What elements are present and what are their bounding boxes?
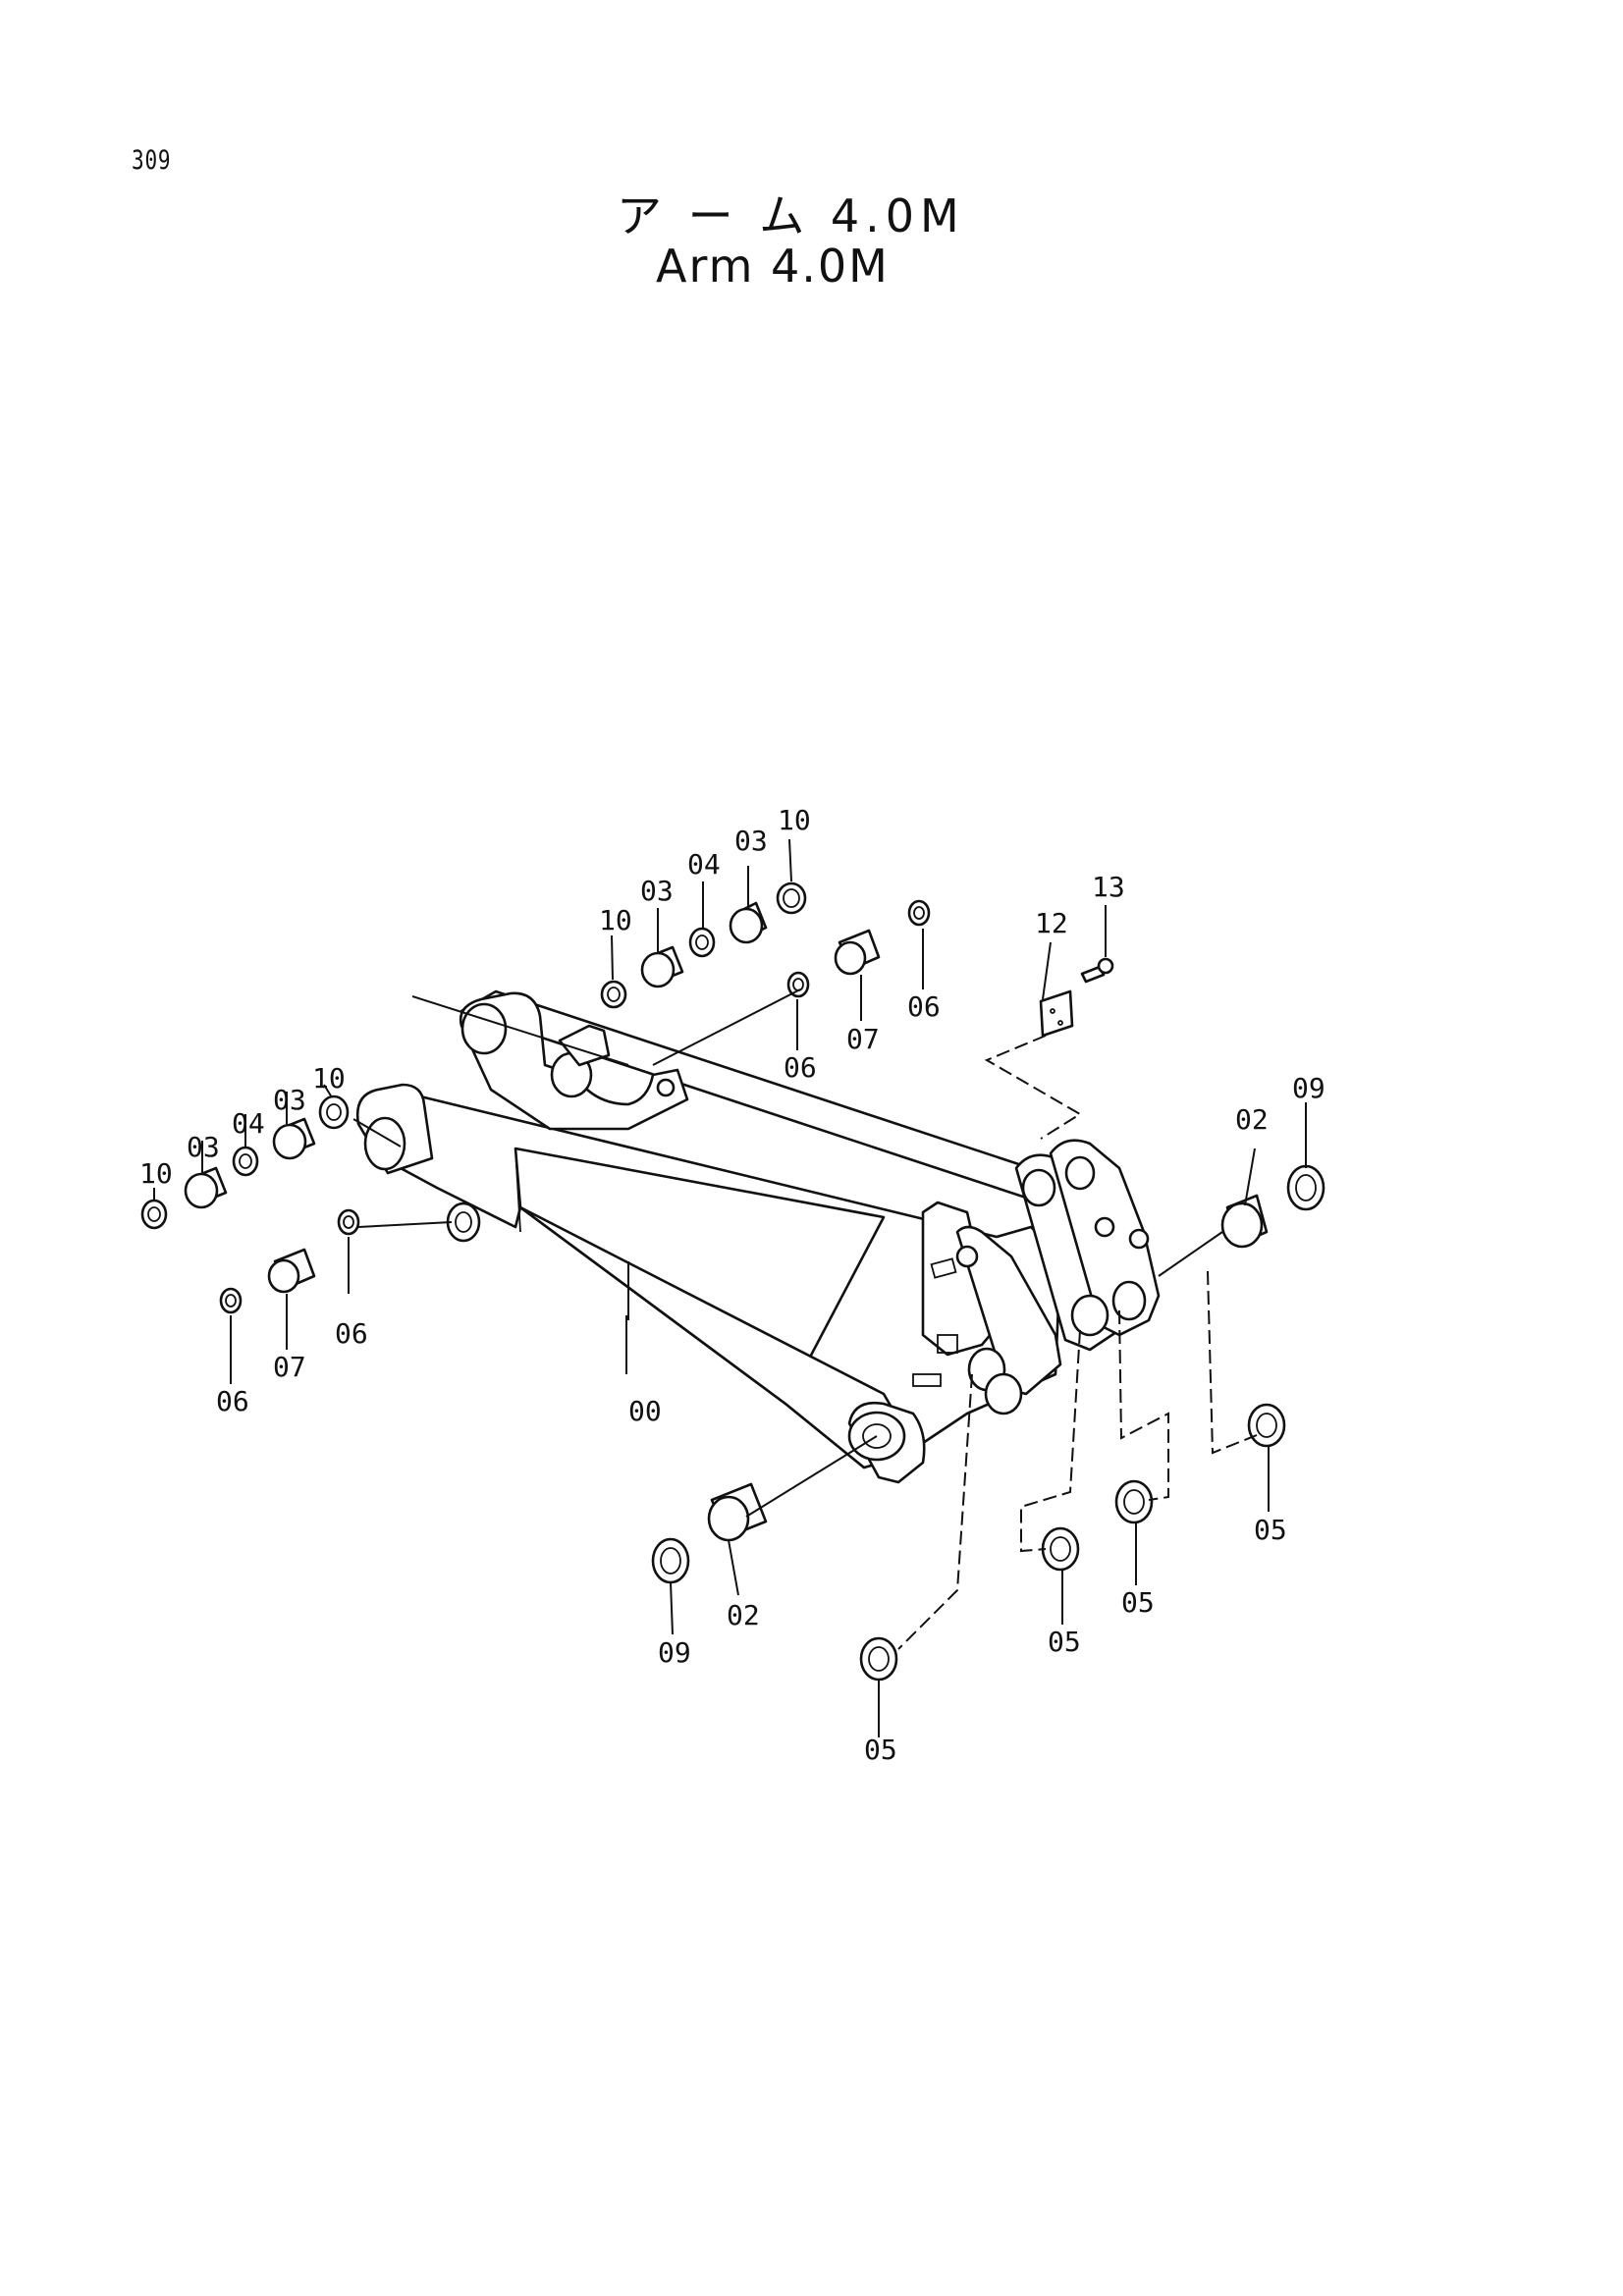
title-english: Arm 4.0M [656, 240, 890, 293]
callout-03-top-a: 03 [640, 875, 674, 907]
callout-05-bottom: 05 [864, 1734, 897, 1766]
callout-04-left: 04 [232, 1107, 265, 1140]
callout-06-left-b: 06 [216, 1385, 249, 1417]
callout-04-top: 04 [687, 848, 721, 881]
callout-10-left-a: 10 [312, 1062, 346, 1095]
callout-09-right: 09 [1292, 1072, 1325, 1104]
callout-10-top-a: 10 [599, 904, 632, 936]
leader-lines [153, 838, 1307, 1737]
callout-02-right: 02 [1235, 1103, 1269, 1136]
callout-07-top: 07 [846, 1023, 880, 1055]
callout-00: 00 [628, 1395, 662, 1427]
callout-13: 13 [1092, 871, 1125, 903]
page-number: 309 [132, 145, 172, 176]
callout-06-top-a: 06 [907, 990, 941, 1023]
callout-03-left-a: 03 [187, 1131, 220, 1163]
callout-03-left-b: 03 [273, 1084, 306, 1116]
callout-10-top-b: 10 [778, 804, 811, 836]
callout-09-bottom: 09 [658, 1636, 691, 1669]
callout-07-left: 07 [273, 1351, 306, 1383]
callout-06-top-b: 06 [784, 1051, 817, 1084]
callout-06-left-a: 06 [335, 1317, 368, 1350]
title-japanese: ア ー ム 4.0M [617, 189, 965, 242]
callout-05-mid: 05 [1121, 1586, 1155, 1619]
callout-05-right: 05 [1254, 1514, 1287, 1546]
ring-10-top-b-shape [776, 881, 807, 915]
callout-03-top-b: 03 [734, 825, 768, 857]
callout-labels: 00 02 02 03 03 03 03 04 04 05 05 05 05 0… [139, 804, 1325, 1766]
arm-body [355, 989, 1161, 1484]
callout-10-left-b: 10 [139, 1157, 173, 1190]
plate-12-shape [1039, 989, 1074, 1038]
callout-12: 12 [1035, 907, 1068, 939]
callout-02-bottom: 02 [727, 1599, 760, 1631]
callout-05-low: 05 [1048, 1626, 1081, 1658]
